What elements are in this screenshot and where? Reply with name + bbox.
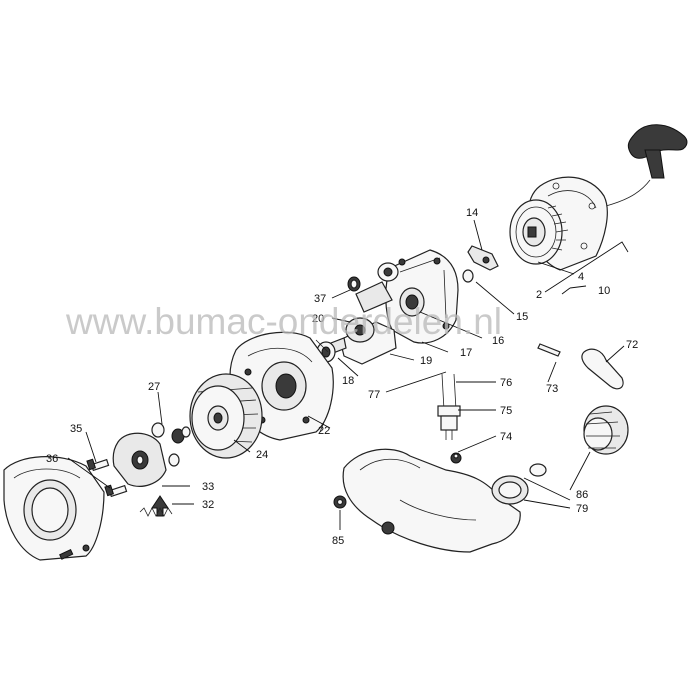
callout-22: 22 bbox=[318, 425, 330, 437]
bracket bbox=[581, 348, 624, 390]
callout-72: 72 bbox=[626, 339, 638, 351]
rod bbox=[537, 343, 561, 357]
callout-74: 74 bbox=[500, 431, 512, 443]
callout-20: 20 bbox=[312, 313, 324, 325]
callout-35: 35 bbox=[70, 423, 82, 435]
callout-14: 14 bbox=[466, 207, 478, 219]
crankshaft bbox=[317, 262, 399, 365]
main-bearing-bore bbox=[321, 346, 331, 358]
callout-4: 4 bbox=[578, 271, 584, 283]
callout-17: 17 bbox=[460, 347, 472, 359]
callout-33: 33 bbox=[202, 481, 214, 493]
washer bbox=[462, 269, 474, 283]
fuel-tank bbox=[342, 448, 529, 553]
callout-2: 2 bbox=[536, 289, 542, 301]
clutch-screws bbox=[86, 458, 128, 498]
callout-76: 76 bbox=[500, 377, 512, 389]
flywheel bbox=[189, 373, 263, 459]
starter-handle bbox=[595, 124, 688, 215]
callout-10: 10 bbox=[598, 285, 610, 297]
callout-37: 37 bbox=[314, 293, 326, 305]
crankcase-half bbox=[385, 249, 459, 344]
callout-16: 16 bbox=[492, 335, 504, 347]
callout-27: 27 bbox=[148, 381, 160, 393]
callout-75: 75 bbox=[500, 405, 512, 417]
callout-73: 73 bbox=[546, 383, 558, 395]
starter-pulley bbox=[509, 199, 569, 265]
fuel-pickup bbox=[437, 373, 462, 464]
starter-pawl bbox=[467, 245, 499, 271]
grommet-hole bbox=[336, 498, 344, 506]
leader-lines bbox=[67, 219, 629, 530]
arrow-icon bbox=[151, 495, 169, 517]
callout-77: 77 bbox=[368, 389, 380, 401]
callout-19: 19 bbox=[420, 355, 432, 367]
needle-bearing bbox=[347, 276, 361, 292]
fuel-cap bbox=[529, 405, 629, 477]
callout-86: 86 bbox=[576, 489, 588, 501]
callout-32: 32 bbox=[202, 499, 214, 511]
callout-18: 18 bbox=[342, 375, 354, 387]
clutch bbox=[112, 432, 167, 487]
callout-36: 36 bbox=[46, 453, 58, 465]
flywheel-nut bbox=[151, 422, 191, 467]
clutch-cover bbox=[3, 456, 105, 561]
watermark: www.bumac-onderdelen.nl bbox=[65, 301, 502, 342]
callout-24: 24 bbox=[256, 449, 268, 461]
callout-15: 15 bbox=[516, 311, 528, 323]
callout-85: 85 bbox=[332, 535, 344, 547]
callout-79: 79 bbox=[576, 503, 588, 515]
clutch-spring bbox=[139, 507, 173, 517]
